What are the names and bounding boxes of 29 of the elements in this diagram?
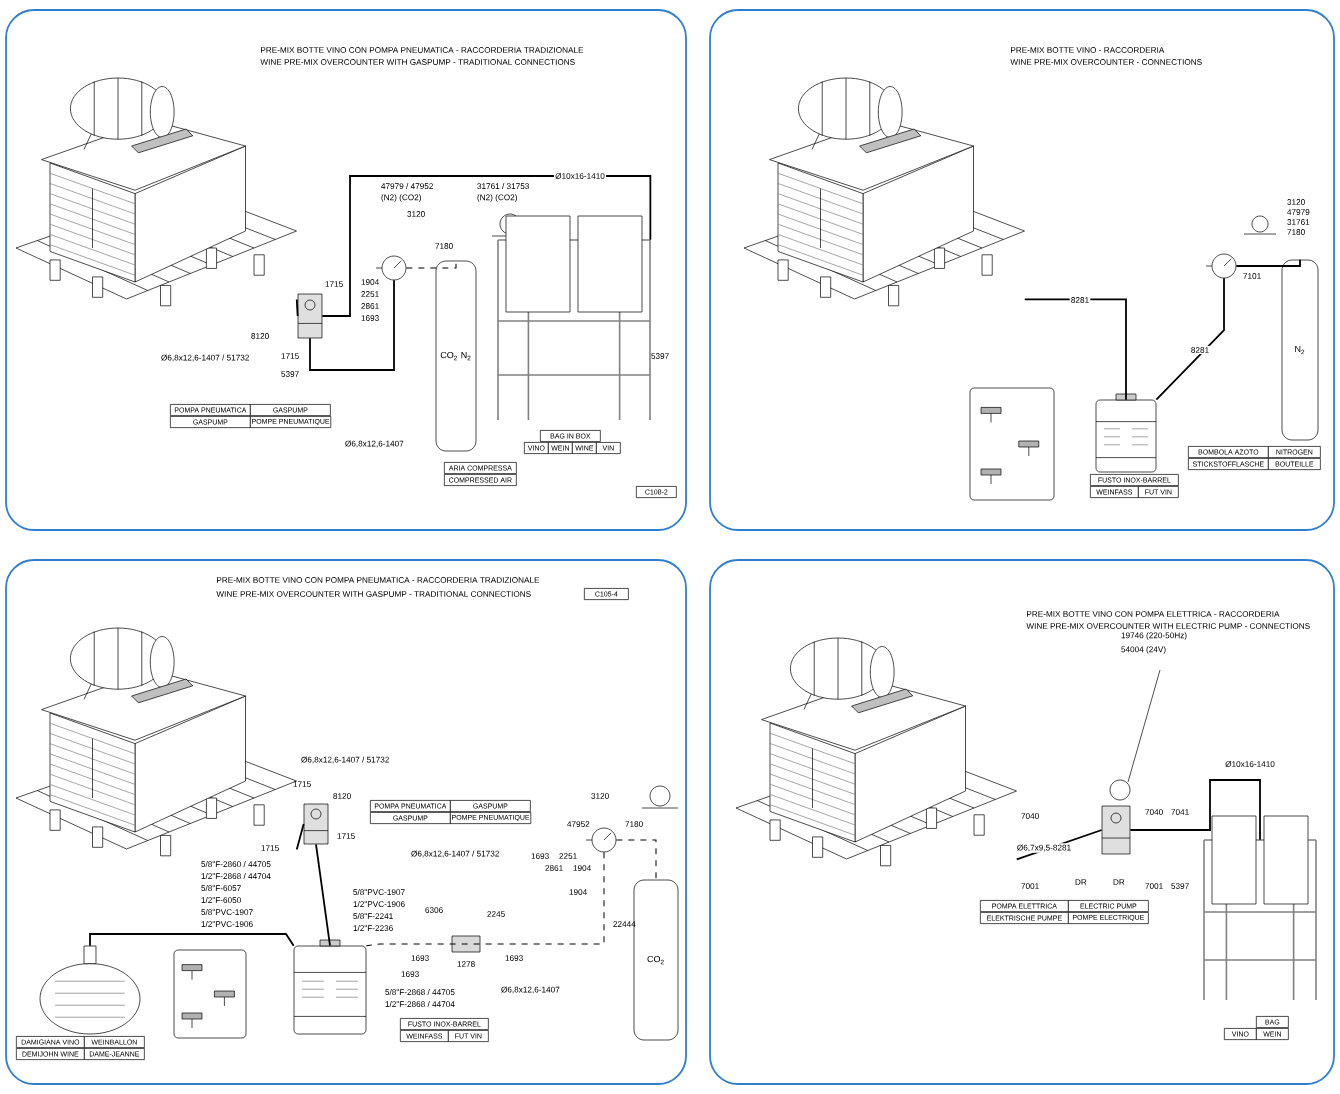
pump-drawing (297, 293, 323, 339)
inset-box (969, 387, 1055, 501)
hose-line (365, 851, 605, 947)
hose-line (1155, 277, 1225, 401)
pump-drawing (1101, 805, 1131, 855)
regulator-drawing (375, 255, 407, 281)
regulator-drawing (1205, 253, 1237, 279)
keg-drawing (293, 939, 367, 1035)
demijohn-drawing (39, 945, 141, 1035)
counter-drawing (15, 627, 297, 857)
hose-line (309, 279, 395, 371)
regulator-drawing (585, 827, 617, 853)
inset-box (173, 949, 247, 1039)
hose-line (1023, 298, 1127, 401)
rack-drawing (1203, 815, 1317, 1001)
hose-line (295, 823, 305, 851)
counter-drawing (743, 77, 1025, 307)
hose-line (615, 839, 657, 881)
hose-line (315, 843, 331, 947)
counter-drawing (15, 77, 297, 307)
rack-drawing (497, 215, 651, 421)
hose-line (321, 175, 652, 317)
hose-line (89, 933, 295, 947)
hose-line (405, 260, 457, 269)
counter-drawing (735, 637, 1017, 867)
hose-line (1235, 258, 1301, 267)
hose-line (295, 298, 299, 317)
pump-drawing (303, 803, 329, 845)
hose-line (1129, 779, 1261, 841)
